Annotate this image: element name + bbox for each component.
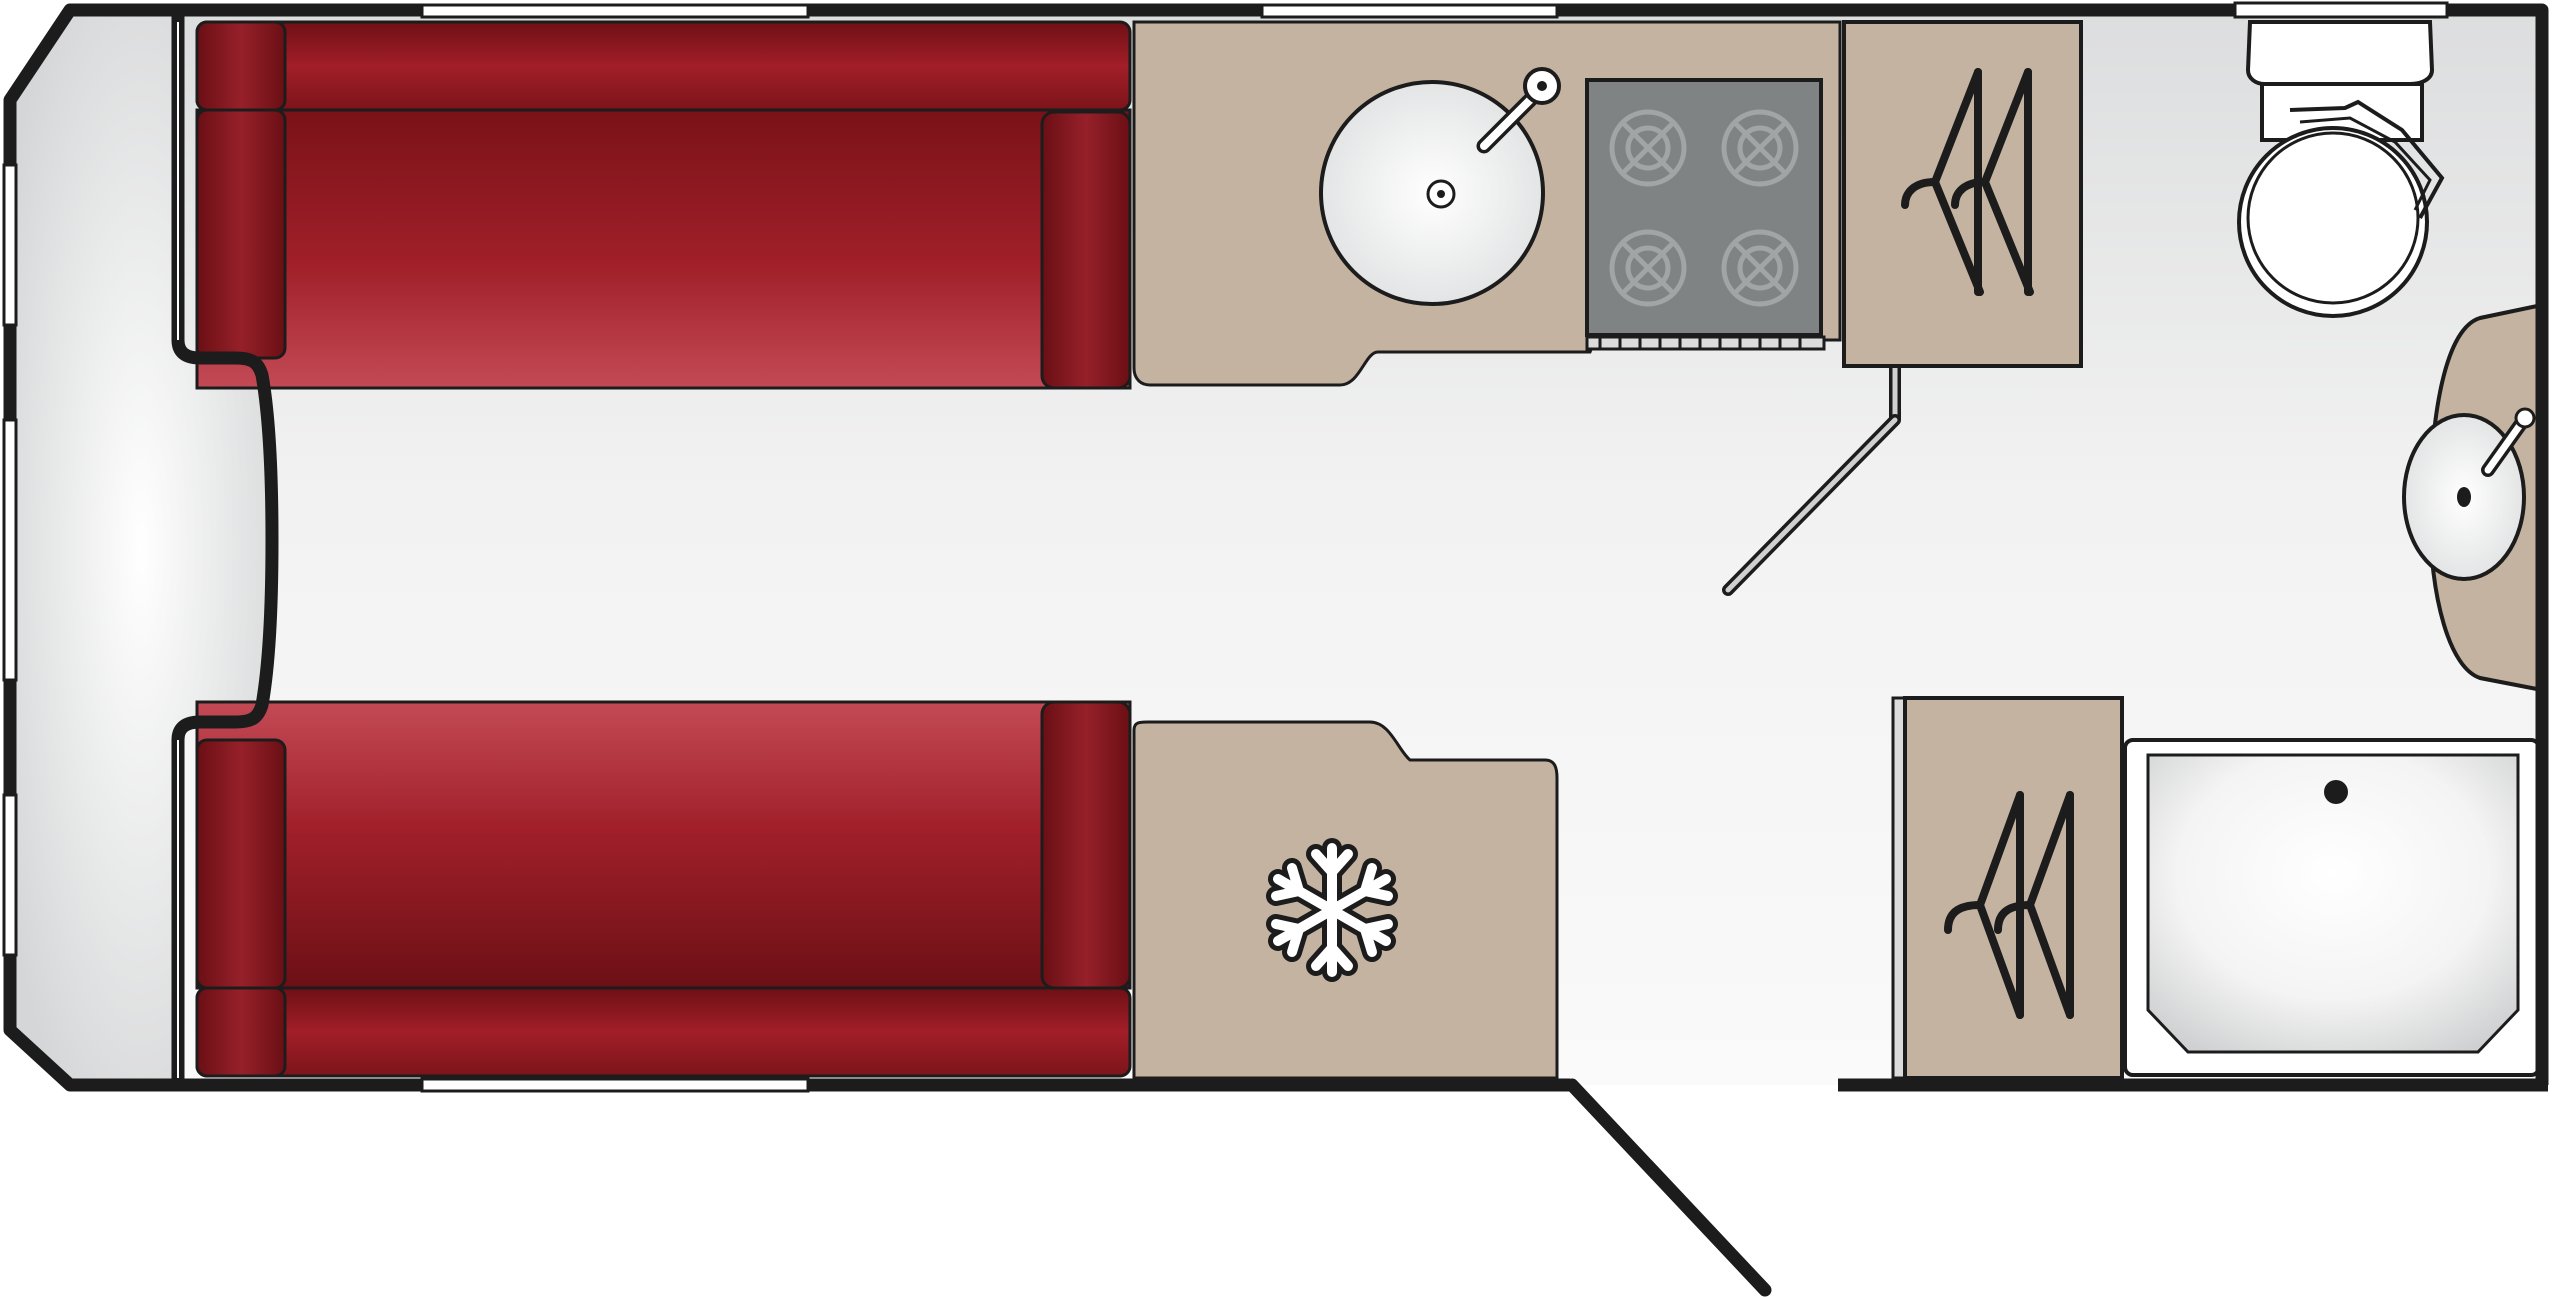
wardrobe-offside [1891,696,2124,1080]
coat-hanger-icon [1994,791,2074,1019]
window-front-bottom [2,793,18,957]
toilet-icon [2237,20,2445,318]
kitchen-sink [1319,67,1561,306]
fridge-unit [1132,720,1559,1080]
washroom-door [1722,368,1901,596]
gas-burner-icon [1609,229,1687,307]
windows [2,1,2449,1093]
shower-tray-icon [2123,738,2541,1077]
coat-hanger-icon [1951,68,2034,296]
gas-hob [1585,78,1826,351]
window-front-centre [2,418,18,682]
snowflake-icon [1266,838,1398,982]
front-lounge-sofa-nearside [195,20,1132,390]
window-washroom [2233,1,2449,19]
wardrobe-nearside [1842,20,2083,368]
window-front-top [2,163,18,327]
window-kitchen [1260,3,1559,19]
washroom-vanity [2402,302,2544,693]
gas-burner-icon [1609,109,1687,187]
front-lounge-sofa-offside [195,700,1132,1078]
gas-burner-icon [1721,109,1799,187]
entrance-door [1565,1078,1772,1297]
window-nearside-lounge [420,3,810,19]
shower-drain [2324,780,2348,804]
window-offside-lounge [420,1077,810,1093]
tap-icon [2481,407,2536,477]
front-end-bay [10,10,272,1085]
tap-icon [1476,67,1561,154]
gas-burner-icon [1721,229,1799,307]
